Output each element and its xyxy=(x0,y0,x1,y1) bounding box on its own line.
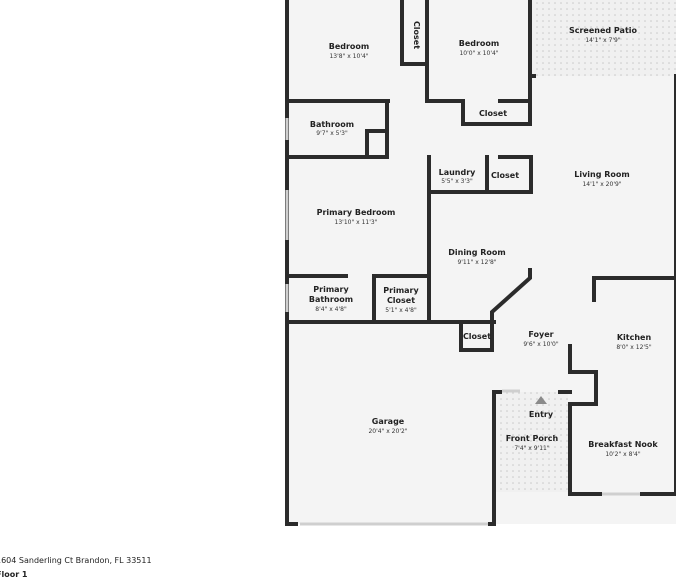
foyer-dims: 9'6" x 10'0" xyxy=(523,341,559,348)
foyer-closet-label: Closet xyxy=(463,332,491,341)
primary-closet-name-line2: Closet xyxy=(387,296,415,305)
dining-room-dims: 9'11" x 12'8" xyxy=(457,259,496,266)
wall-bedroom-divider xyxy=(425,0,464,103)
property-address: 1604 Sanderling Ct Brandon, FL 33511 xyxy=(0,556,152,565)
screened-patio-dims: 14'1" x 7'9" xyxy=(585,37,621,44)
floor-label: Floor 1 xyxy=(0,570,28,579)
primary-bathroom-name-line2: Bathroom xyxy=(309,295,353,304)
laundry-name: Laundry xyxy=(439,168,477,177)
foyer-name: Foyer xyxy=(528,330,553,339)
breakfast-nook-dims: 10'2" x 8'4" xyxy=(605,451,641,458)
primary-closet-name-line1: Primary xyxy=(383,286,419,295)
garage-name: Garage xyxy=(372,417,405,426)
wall-hall-closet xyxy=(461,99,532,126)
laundry-dims: 5'5" x 3'3" xyxy=(441,178,473,185)
wall-garage-bottom-right xyxy=(488,390,496,526)
living-room-name: Living Room xyxy=(574,170,630,179)
bathroom-dims: 9'7" x 5'3" xyxy=(316,130,348,137)
kitchen-dims: 8'0" x 12'5" xyxy=(616,344,652,351)
front-porch-name: Front Porch xyxy=(506,434,559,443)
screened-patio-name: Screened Patio xyxy=(569,26,638,35)
wall-laundry-right xyxy=(485,155,533,194)
room-labels: Bedroom 13'8" x 10'4" Bedroom 10'0" x 10… xyxy=(309,21,659,458)
hall-closet-label: Closet xyxy=(479,109,507,118)
wall-foyer-closet xyxy=(459,320,494,352)
garage-dims: 20'4" x 20'2" xyxy=(368,428,407,435)
front-porch-dims: 7'4" x 9'11" xyxy=(514,445,550,452)
primary-bathroom-name-line1: Primary xyxy=(313,285,349,294)
bedroom1-closet-label: Closet xyxy=(412,21,421,49)
wall-dining-diagonal xyxy=(490,268,532,324)
entry-name: Entry xyxy=(529,410,554,419)
laundry-closet-label: Closet xyxy=(491,171,519,180)
breakfast-nook-name: Breakfast Nook xyxy=(588,440,658,449)
primary-closet-dims: 5'1" x 4'8" xyxy=(385,307,417,314)
bedroom1-name: Bedroom xyxy=(329,42,370,51)
bedroom1-dims: 13'8" x 10'4" xyxy=(329,53,368,60)
kitchen-name: Kitchen xyxy=(617,333,652,342)
front-porch-floor xyxy=(496,392,568,492)
windows xyxy=(285,118,640,526)
wall-bedroom1-closet xyxy=(400,0,429,66)
dining-room-name: Dining Room xyxy=(448,248,506,257)
screened-patio-floor xyxy=(532,0,676,76)
bathroom-name: Bathroom xyxy=(310,120,354,129)
floor-areas xyxy=(287,0,676,524)
walls xyxy=(285,0,676,526)
primary-bathroom-dims: 8'4" x 4'8" xyxy=(315,306,347,313)
primary-bedroom-dims: 13'10" x 11'3" xyxy=(335,219,378,226)
bedroom2-dims: 10'0" x 10'4" xyxy=(459,50,498,57)
wall-kitchen-island xyxy=(568,344,602,496)
entry-arrow-icon xyxy=(535,396,547,404)
living-room-dims: 14'1" x 20'9" xyxy=(582,181,621,188)
main-floor xyxy=(287,0,676,524)
bedroom2-name: Bedroom xyxy=(459,39,500,48)
primary-bedroom-name: Primary Bedroom xyxy=(317,208,396,217)
